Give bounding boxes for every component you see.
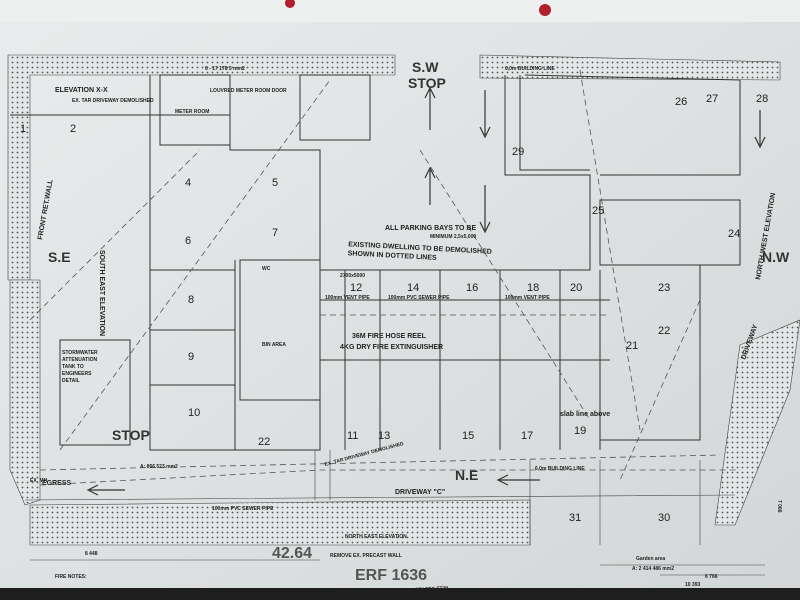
vent-pipe-label: 100mm VENT PIPE (325, 295, 370, 301)
bay-12: 12 (350, 282, 362, 294)
parking-note-2: MINIMUM 2,5x5,000 (430, 234, 476, 240)
bay-25: 25 (592, 205, 604, 217)
stormwater-line-4: ENGINEERS (62, 371, 92, 377)
sewer-pipe-label: 100mm PVC SEWER PIPE (388, 295, 450, 301)
fire-hose-reel-label: 36M FIRE HOSE REEL (352, 333, 427, 340)
ne-label: N.E (455, 467, 478, 483)
demolish-note-2: SHOWN IN DOTTED LINES (348, 250, 438, 262)
bay-2: 2 (70, 123, 76, 135)
dimension-6766: 6 766 (705, 574, 718, 580)
fire-extinguisher-label: 4KG DRY FIRE EXTINGUISHER (340, 344, 443, 351)
south-east-elevation-label: SOUTH EAST ELEVATION (98, 250, 105, 336)
remove-wall-label: REMOVE EX. PRECAST WALL (330, 553, 402, 559)
bay-4: 4 (185, 177, 191, 189)
bay-27: 27 (706, 93, 718, 105)
slab-line-label: slab line above (560, 411, 610, 418)
stormwater-line-3: TANK TO (62, 364, 84, 370)
ex-mh-label: EX. MH (30, 478, 48, 484)
boundary-strip-left (9, 279, 41, 506)
bay-11: 11 (347, 430, 358, 442)
building-line-bottom: 6,0m BUILDING LINE (535, 466, 585, 472)
bay-6: 6 (185, 235, 191, 247)
sewer-pipe-bottom-label: 100mm PVC SEWER PIPE (212, 506, 274, 512)
bay-13: 13 (378, 430, 390, 442)
pin-mark (539, 4, 551, 16)
bay-1: 1 (20, 123, 26, 135)
dimension-10393: 10 393 (685, 582, 701, 588)
stormwater-line-5: DETAIL (62, 378, 80, 384)
stormwater-tank (59, 339, 131, 446)
wc-label: WC (262, 266, 271, 272)
bay-size-label: 2700x5000 (340, 273, 365, 279)
traffic-arrows (86, 86, 766, 496)
structure-lines (10, 69, 765, 576)
bin-area-label: BIN AREA (262, 342, 286, 348)
louvred-door-label: LOUVRED METER ROOM DOOR (210, 88, 287, 94)
bay-10: 10 (188, 407, 200, 419)
bay-24: 24 (728, 228, 740, 240)
bay-18: 18 (527, 282, 539, 294)
bay-22-left: 22 (258, 436, 270, 448)
fire-notes-title: FIRE NOTES: (55, 574, 87, 580)
bay-16: 16 (466, 282, 478, 294)
bay-28: 28 (756, 93, 768, 105)
boundary-strip-bottom (29, 499, 531, 546)
bay-8: 8 (188, 294, 194, 306)
dimension-8448: 8 448 (85, 551, 98, 557)
parking-bay-numbers: 1 2 4 5 6 7 8 9 10 11 12 13 14 15 16 17 … (20, 93, 768, 524)
bay-29: 29 (512, 146, 524, 158)
bay-14: 14 (407, 282, 419, 294)
building-line-top: 6,0m BUILDING LINE (505, 66, 555, 72)
boundary-length: 42.64 (272, 545, 312, 562)
fire-note-1: FIRE DOORS TO COMPLY WITH TT16 LOCKS (60, 589, 168, 595)
garden-area-label: Garden area (636, 556, 665, 562)
erf-label: ERF 1636 (355, 567, 427, 584)
garden-area-left: A: 866 523 mm2 (140, 464, 178, 470)
bay-17: 17 (521, 430, 533, 442)
bay-21: 21 (626, 340, 638, 352)
stormwater-line-1: STORMWATER (62, 350, 98, 356)
bay-30: 30 (658, 512, 670, 524)
bay-9: 9 (188, 351, 194, 363)
boundary-strip-top (7, 54, 396, 281)
driveway-c-label: DRIVEWAY "C" (395, 489, 445, 496)
bay-7: 7 (272, 227, 278, 239)
boundary-strip-top-right (479, 54, 781, 81)
tar-driveway-label: EX. TAR DRIVEWAY DEMOLISHED (72, 98, 154, 104)
parking-note-1: ALL PARKING BAYS TO BE (385, 225, 476, 232)
bay-20: 20 (570, 282, 582, 294)
bay-26: 26 (675, 96, 687, 108)
top-dimension: 6 - 17 178 5 mm2 (205, 66, 245, 72)
egress-label: EGRESS (42, 480, 72, 487)
dimension-7066: 7 066 (776, 500, 782, 513)
vent-pipe-label-2: 100mm VENT PIPE (505, 295, 550, 301)
pin-mark (285, 0, 295, 8)
meter-room-label: METER ROOM (175, 109, 209, 115)
stop-bottom-label: STOP (112, 427, 150, 443)
sw-label: S.W (412, 59, 439, 75)
stop-top-label: STOP (408, 75, 446, 91)
nw-label: N.W (762, 249, 790, 265)
north-east-elevation-label: NORTH EAST ELEVATION (345, 534, 407, 540)
bay-19: 19 (574, 425, 586, 437)
stormwater-line-2: ATTENUATION (62, 357, 97, 363)
se-label: S.E (48, 249, 71, 265)
bay-23: 23 (658, 282, 670, 294)
bay-15: 15 (462, 430, 474, 442)
bay-31: 31 (569, 512, 581, 524)
bay-5: 5 (272, 177, 278, 189)
bay-22: 22 (658, 325, 670, 337)
garden-area-value: A: 2 414 486 mm2 (632, 566, 674, 572)
elevation-label: ELEVATION X-X (55, 87, 108, 94)
